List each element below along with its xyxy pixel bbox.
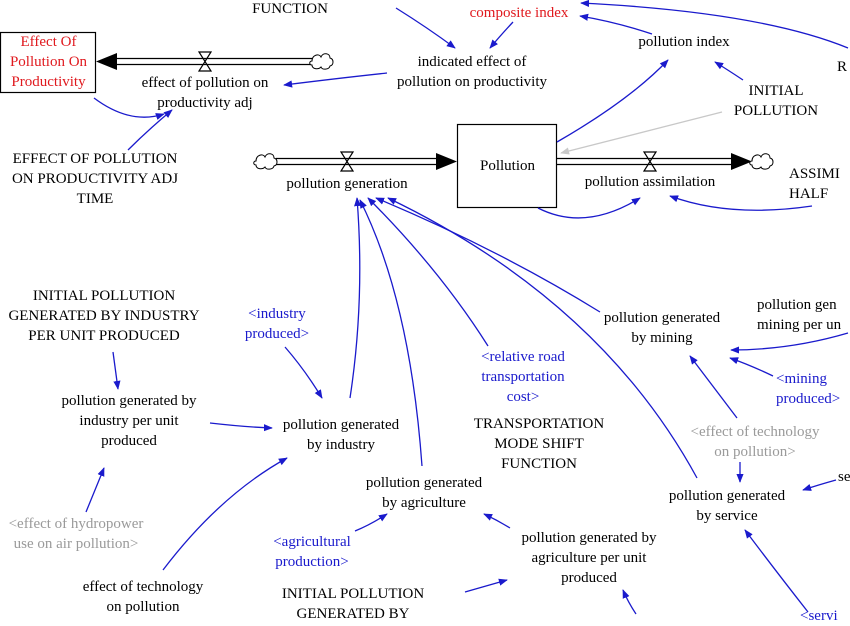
var-initial-pollution-generated-by: INITIAL POLLUTION GENERATED BY [281,586,425,622]
var-transportation-mode-shift: TRANSPORTATION MODE SHIFT FUNCTION [473,416,605,472]
flow-pipe-pollution-assimilation [557,151,774,172]
var-pollution-by-industry-per-unit: pollution generated by industry per unit… [61,393,197,449]
var-pollution-by-agriculture-per-unit: pollution generated by agriculture per u… [521,530,657,586]
var-indicated-effect: indicated effect of pollution on product… [397,54,547,90]
link-initial-generated-by-to-agri-per-unit [464,578,508,593]
link-industry-produced-to-by-industry [284,346,323,399]
var-pollution-index: pollution index [638,34,730,50]
var-effect-of-technology-shadow: <effect of technology on pollution> [690,424,820,460]
var-industry-produced: <industry produced> [244,306,310,342]
var-pollution-generated-by-industry: pollution generated by industry [282,417,400,453]
link-stock-to-adj [93,97,165,120]
link-indicated-effect-to-adj [283,72,388,88]
var-relative-road: <relative road transportation cost> [481,349,565,405]
link-pollution-to-assimilation [537,197,641,219]
link-initial-pollution-to-pollution [560,111,723,155]
link-agricultural-production-to-by-agriculture [354,513,388,532]
link-per-unit-to-by-industry [209,422,273,432]
flow-label-pollution-assimilation: pollution assimilation [584,174,716,190]
link-service-produced-to-by-service [744,529,809,613]
var-initial-pollution-industry: INITIAL POLLUTION GENERATED BY INDUSTRY … [8,288,200,344]
var-r-cut: R [837,59,848,75]
link-bottom-to-agri-per-unit [622,589,637,615]
var-agricultural-production: <agricultural production> [273,534,351,570]
var-assimilation-half: ASSIMI HALF [789,166,840,202]
var-function-top: FUNCTION [252,1,328,17]
link-by-mining-to-generation [375,197,601,313]
flow-pipe-productivity-adj [96,51,334,72]
var-pollution-generated-by-agriculture: pollution generated by agriculture [365,475,483,511]
stock-label-effect-of-pollution-on-productivity: Effect Of Pollution On Productivity [9,34,88,90]
link-pollution-index-to-composite [579,13,653,35]
link-assim-half-to-assimilation [669,195,813,211]
link-by-service-to-generation [387,197,698,479]
link-function-to-indicated-effect [395,7,456,49]
link-se-to-by-service [802,479,837,491]
link-pollution-to-pollution-index [556,59,669,143]
link-relative-road-to-generation [367,197,489,347]
link-initial-industry-to-per-unit [112,351,121,390]
link-tech-shadow-to-by-mining [689,355,738,419]
var-pollution-generated-by-service: pollution generated by service [668,488,786,524]
var-mining-produced: <mining produced> [776,371,841,407]
link-r-to-composite [580,0,849,49]
var-effect-of-hydropower: <effect of hydropower use on air polluti… [8,516,144,552]
link-by-industry-to-generation [349,197,362,399]
var-pollution-generated-by-mining: pollution generated by mining [603,310,721,346]
cloud-icon [749,153,774,170]
link-hydropower-to-per-unit [85,467,105,513]
var-effect-of-technology: effect of technology on pollution [82,579,204,615]
link-by-agriculture-to-generation [359,199,423,467]
link-mining-produced-to-by-mining [729,357,774,377]
flow-label-pollution-generation: pollution generation [286,176,408,192]
flow-pipe-pollution-generation [253,151,457,172]
stock-label-pollution: Pollution [479,158,535,174]
stock-effect-of-pollution-on-productivity[interactable] [0,31,97,94]
link-composite-to-indicated-effect [489,21,514,49]
link-initial-to-pollution-index [714,61,744,81]
link-technology-to-by-industry [162,457,288,571]
cloud-icon [253,153,278,170]
var-se-cut: se [838,469,850,485]
flow-label-productivity-adj: effect of pollution on productivity adj [141,75,269,111]
var-initial-pollution: INITIAL POLLUTION [733,83,819,119]
stock-pollution[interactable] [456,123,558,209]
var-composite-index: composite index [469,5,569,21]
link-mining-per-unit-to-by-mining [730,332,849,354]
var-pollution-gen-mining-per-unit: pollution gen mining per un [757,297,842,333]
link-adj-time-to-adj [127,109,173,151]
link-agri-per-unit-to-by-agriculture [483,513,511,529]
var-service-cut: <servi [800,608,838,624]
cloud-icon [309,53,334,70]
var-effect-adj-time: EFFECT OF POLLUTION ON PRODUCTIVITY ADJ … [11,151,179,207]
